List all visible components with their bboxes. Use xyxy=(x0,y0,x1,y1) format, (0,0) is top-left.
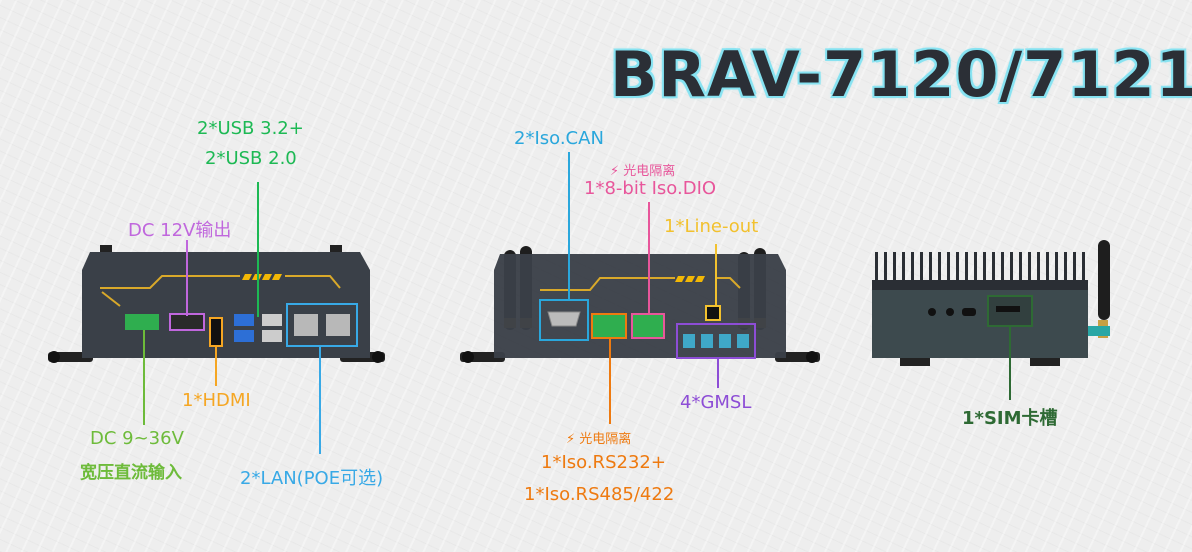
device-front-left xyxy=(48,245,385,363)
leader-lan xyxy=(319,346,321,454)
leader-usb xyxy=(257,182,259,317)
label-lan: 2*LAN(POE可选) xyxy=(240,468,384,489)
leader-can xyxy=(568,152,570,300)
label-dio-note: ⚡ 光电隔离 xyxy=(610,164,676,179)
label-hdmi: 1*HDMI xyxy=(182,390,251,411)
leader-lineout xyxy=(715,244,717,306)
label-rs232: 1*Iso.RS232+ xyxy=(541,452,666,473)
label-usb-32: 2*USB 3.2+ xyxy=(197,118,304,139)
label-rs485: 1*Iso.RS485/422 xyxy=(524,484,675,505)
label-sim: 1*SIM卡槽 xyxy=(962,408,1058,429)
label-dc-out: DC 12V输出 xyxy=(128,220,232,241)
label-usb-20: 2*USB 2.0 xyxy=(205,148,297,169)
product-title: BRAV-7120/7121 xyxy=(610,38,1192,111)
label-gmsl: 4*GMSL xyxy=(680,392,752,413)
device-front-middle xyxy=(460,246,820,363)
label-can: 2*Iso.CAN xyxy=(514,128,604,149)
device-rear-right xyxy=(872,240,1110,366)
label-lineout: 1*Line-out xyxy=(664,216,759,237)
label-dc-in-desc: 宽压直流输入 xyxy=(80,463,182,483)
leader-sim xyxy=(1009,326,1011,400)
leader-gmsl xyxy=(717,358,719,388)
label-rs-note: ⚡ 光电隔离 xyxy=(566,432,632,447)
leader-dio xyxy=(648,202,650,314)
label-dc-in-range: DC 9~36V xyxy=(90,428,184,449)
leader-dc-out xyxy=(186,240,188,316)
label-dio: 1*8-bit Iso.DIO xyxy=(584,178,717,199)
leader-rs xyxy=(609,338,611,424)
leader-dc-in xyxy=(143,330,145,425)
leader-hdmi xyxy=(215,346,217,386)
